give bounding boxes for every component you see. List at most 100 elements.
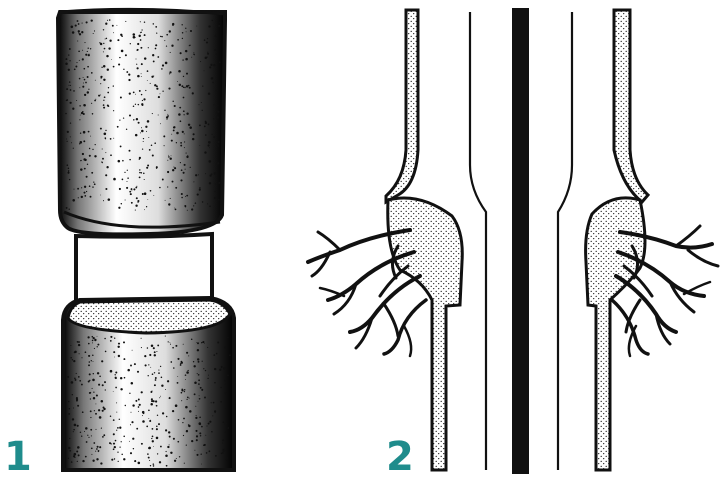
speckle-dot [176, 132, 179, 135]
speckle-dot [85, 54, 87, 56]
speckle-dot [146, 206, 147, 207]
speckle-dot [118, 355, 120, 357]
speckle-dot [80, 133, 81, 134]
speckle-dot [91, 172, 93, 174]
speckle-dot [137, 371, 139, 373]
speckle-dot [91, 19, 93, 21]
speckle-dot [144, 192, 147, 195]
speckle-dot [225, 432, 226, 433]
speckle-dot [155, 400, 157, 402]
speckle-dot [204, 444, 206, 446]
speckle-dot [183, 87, 184, 88]
root-branch [684, 282, 710, 294]
speckle-dot [202, 361, 203, 362]
speckle-dot [72, 31, 75, 34]
speckle-dot [97, 372, 99, 374]
speckle-dot [104, 381, 106, 383]
speckle-dot [154, 84, 156, 86]
speckle-dot [142, 193, 144, 195]
speckle-dot [205, 370, 206, 371]
speckle-dot [94, 339, 96, 341]
speckle-dot [135, 104, 136, 105]
speckle-dot [198, 379, 200, 381]
speckle-dot [199, 398, 201, 400]
speckle-dot [113, 391, 114, 392]
speckle-dot [76, 100, 77, 101]
speckle-dot [79, 380, 81, 382]
speckle-dot [105, 152, 106, 153]
speckle-dot [168, 203, 170, 205]
speckle-dot [184, 164, 186, 166]
speckle-dot [78, 23, 80, 25]
speckle-dot [133, 188, 135, 190]
speckle-dot [158, 372, 160, 374]
speckle-dot [73, 431, 74, 432]
speckle-dot [156, 428, 158, 430]
speckle-dot [227, 337, 228, 338]
speckle-dot [165, 62, 168, 65]
speckle-dot [217, 144, 219, 146]
speckle-dot [196, 415, 197, 416]
speckle-dot [109, 19, 111, 21]
speckle-dot [117, 126, 119, 128]
speckle-dot [188, 355, 189, 356]
speckle-dot [118, 207, 120, 209]
speckle-dot [186, 85, 188, 87]
speckle-dot [92, 186, 93, 187]
speckle-dot [162, 179, 164, 181]
speckle-dot [212, 20, 213, 21]
speckle-dot [166, 416, 168, 418]
speckle-dot [152, 54, 154, 56]
panel-2-root-intrusion [308, 8, 718, 474]
speckle-dot [103, 65, 106, 68]
speckle-dot [87, 51, 88, 52]
speckle-dot [186, 399, 187, 400]
speckle-dot [144, 57, 146, 59]
speckle-dot [191, 57, 192, 58]
speckle-dot [156, 405, 158, 407]
speckle-dot [193, 52, 194, 53]
speckle-dot [222, 421, 224, 423]
speckle-dot [165, 336, 166, 337]
speckle-dot [179, 84, 181, 86]
speckle-dot [148, 418, 149, 419]
speckle-dot [89, 373, 91, 375]
speckle-dot [185, 169, 186, 170]
speckle-dot [131, 202, 133, 204]
speckle-dot [198, 174, 199, 175]
speckle-dot [161, 68, 163, 70]
speckle-dot [143, 173, 145, 175]
speckle-dot [129, 441, 130, 442]
speckle-dot [89, 155, 91, 157]
speckle-dot [168, 88, 170, 90]
speckle-dot [124, 377, 126, 379]
speckle-dot [181, 24, 182, 25]
speckle-dot [186, 31, 187, 32]
speckle-dot [165, 389, 166, 390]
speckle-dot [153, 60, 155, 62]
speckle-dot [183, 114, 184, 115]
speckle-dot [131, 190, 132, 191]
speckle-dot [78, 341, 80, 343]
speckle-dot [119, 188, 121, 190]
speckle-dot [103, 51, 104, 52]
speckle-dot [214, 197, 216, 199]
speckle-dot [142, 415, 143, 416]
speckle-dot [135, 400, 137, 402]
speckle-dot [209, 450, 211, 452]
speckle-dot [136, 64, 137, 65]
speckle-dot [173, 126, 175, 128]
speckle-dot [195, 417, 197, 419]
speckle-dot [168, 341, 169, 342]
speckle-dot [87, 164, 88, 165]
speckle-dot [153, 347, 155, 349]
speckle-dot [92, 354, 94, 356]
speckle-dot [73, 189, 74, 190]
speckle-dot [162, 91, 163, 92]
speckle-dot [204, 39, 206, 41]
speckle-dot [106, 38, 108, 40]
speckle-dot [129, 159, 131, 161]
speckle-dot [207, 203, 208, 204]
speckle-dot [144, 34, 146, 36]
speckle-dot [78, 50, 80, 52]
